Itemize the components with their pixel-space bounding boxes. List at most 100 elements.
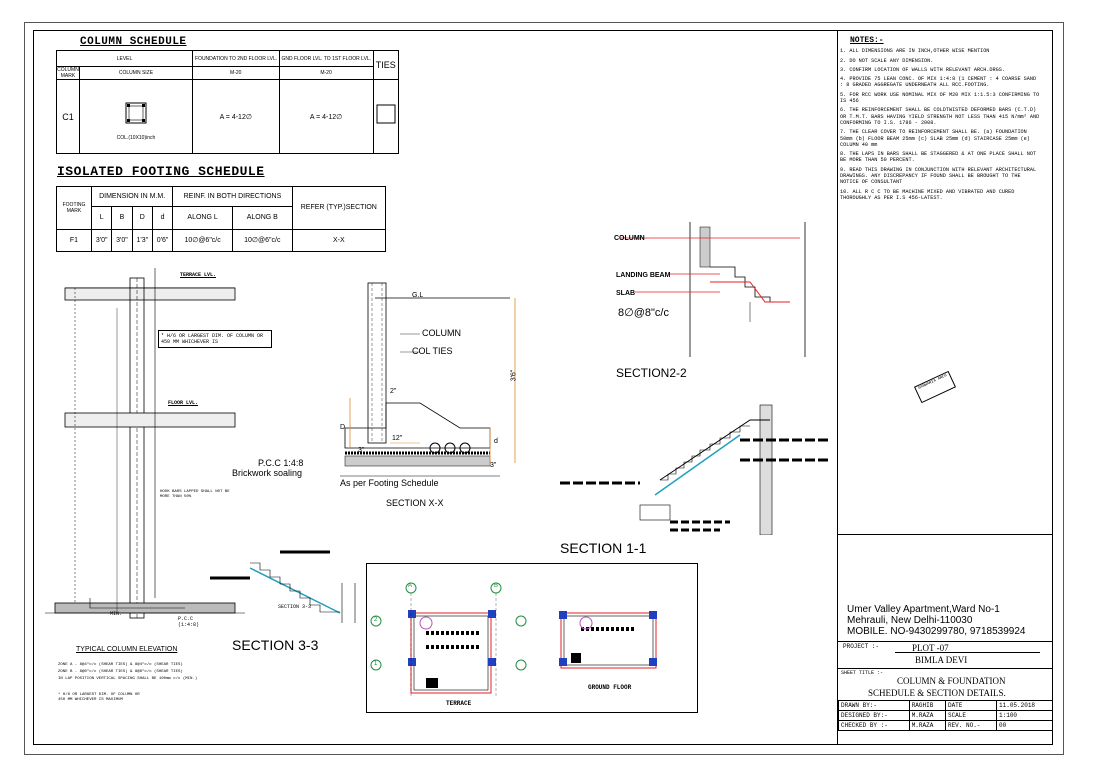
section-xx-drawing [340,282,516,477]
fs-L: 3'0" [90,228,113,253]
xx-column: COLUMN [422,328,462,338]
grid-a: A [408,583,413,589]
fs-dim-h: DIMENSION IN M.M. [90,185,174,208]
xx-dim36: 3'6" [510,369,518,382]
tb-sheet-label: SHEET TITLE :- [841,670,884,676]
tb-designed: M.RAZA [908,710,946,721]
fs-alongL: 10∅@6"c/c [172,228,233,253]
cs-grade2: M-20 [278,66,374,80]
xx-dim12: 12" [392,435,403,442]
xx-brick: Brickwork soaling [232,468,303,478]
xx-ties: COL TIES [412,346,453,356]
elev-title: TYPICAL COLUMN ELEVATION [76,646,178,653]
plans-frame [366,563,698,713]
ties-icon [376,104,396,124]
cs-ties: TIES [372,50,400,80]
s11-title: SECTION 1-1 [560,540,647,556]
tb-date: 11.05.2018 [996,700,1053,711]
notes-panel: NOTES:- 1. ALL DIMENSIONS ARE IN INCH,OT… [840,34,1040,204]
tb-address: Umer Valley Apartment,Ward No-1 Mehrauli… [847,604,1025,637]
note-2: 2. DO NOT SCALE ANY DIMENSION. [840,57,934,64]
s22-title: SECTION2-2 [616,366,687,380]
fs-alongL-h: ALONG L [172,206,233,230]
tb-scale: 1:100 [996,710,1053,721]
notes-title: NOTES:- [850,36,884,45]
fs-L-h: L [90,206,113,230]
s33-title: SECTION 3-3 [232,637,319,653]
notes-divider [837,30,838,745]
note-3: 3. CONFIRM LOCATION OF WALLS WITH RELEVA… [840,66,1005,73]
zone-a: ZONE A - 8@4"c/c (SHEAR TIES) & 8@4"c/c … [58,663,183,667]
xx-d: d [494,438,498,445]
elev-floor-label: FLOOR LVL. [168,400,199,406]
note-10: 10. ALL R C C TO BE MACHINE MIXED AND VI… [840,188,1015,201]
elev-min: MIN. [110,611,123,617]
cs-row-size-cell: COL.(10X10)inch [79,79,193,154]
cs-row-reinf1: A = 4-12∅ [192,79,280,154]
column-section-icon [125,102,147,123]
tb-mobile: MOBILE. NO-9430299780, 9718539924 [847,626,1026,637]
tb-plot-underline [895,652,1040,653]
s33-label: SECTION 3-3 [278,604,312,610]
fs-B-h: B [111,206,133,230]
fs-refer: X-X [291,228,387,253]
cs-mark: COLUMN MARK [56,66,80,80]
xx-D: D [340,424,346,431]
footing-schedule-table: FOOTING MARK DIMENSION IN M.M. REINF. IN… [56,185,387,253]
cs-row-mark: C1 [56,79,80,154]
note-8: 8. THE LAPS IN BARS SHALL BE STAGGERED &… [840,151,1037,164]
tb-scale-label: SCALE [944,710,998,721]
tb-rev: 00 [996,720,1053,731]
tb-sheet-title1: COLUMN & FOUNDATION [897,676,1006,686]
fs-D: 1'3" [131,228,153,253]
s22-slab: SLAB [616,290,636,297]
note-4: 4. PROVIDE 75 LEAN CONC. OF MIX 1:4:8 (1… [840,76,1037,89]
cs-row-ties [372,79,400,154]
section-22-drawing [620,222,806,357]
fs-d: 0'6" [151,228,174,253]
fs-alongB-h: ALONG B [231,206,293,230]
tb-project-label: PROJECT :- [843,643,880,650]
column-schedule-table: LEVEL FOUNDATION TO 2ND FLOOR LVL. GND F… [56,50,400,154]
column-elevation-drawing [45,268,245,619]
s22-bars: 8∅@8"c/c [618,307,669,319]
fs-d-h: d [151,206,174,230]
plans-drawing [370,582,657,698]
note-1: 1. ALL DIMENSIONS ARE IN INCH,OTHER WISE… [840,48,990,55]
tb-address2: Mehrauli, New Delhi-110030 [847,615,973,626]
fs-refer-h: REFER (TYP.)SECTION [291,186,387,230]
cs-gnd: GND FLOOR LVL. TO 1ST FLOOR LVL. [278,50,374,67]
plan-ground: GROUND FLOOR [588,684,632,691]
fs-mark: F1 [56,228,92,253]
tb-drawn: RAGHIB [908,700,946,711]
fs-alongB: 10∅@6"c/c [231,228,293,253]
tb-divider-top [838,534,1053,535]
footing-schedule-title: ISOLATED FOOTING SCHEDULE [57,164,265,179]
elev-zones: ZONE A - 8@4"c/c (SHEAR TIES) & 8@4"c/c … [58,662,258,683]
tb-sheet-title2: SCHEDULE & SECTION DETAILS. [868,688,1006,698]
note-7: 7. THE CLEAR COVER TO REINFORCEMENT SHAL… [840,129,1030,148]
grid-b: B [494,583,499,589]
tb-project-plot: PLOT -07 [912,643,949,653]
xx-asper: As per Footing Schedule [340,478,439,488]
tb-project-name: BIMLA DEVI [915,655,968,665]
cs-row-size: COL.(10X10)inch [116,134,156,141]
cs-size: COLUMN SIZE [79,66,193,80]
cs-level: LEVEL [56,50,193,67]
grid-1: 1 [374,661,378,667]
xx-title: SECTION X-X [386,498,444,508]
zone-b: ZONE B - 8@6"c/c (SHEAR TIES) & 8@6"c/c … [58,670,183,674]
plan-terrace: TERRACE [446,700,472,707]
xx-dim2: 2" [390,388,397,395]
tb-checked-label: CHECKED BY :- [838,720,910,731]
section-11-drawing [560,404,830,535]
cs-grade1: M-20 [192,66,280,80]
cs-foundation: FOUNDATION TO 2ND FLOOR LVL. [192,50,280,67]
tb-divider-2 [838,641,1053,642]
fs-D-h: D [131,206,153,230]
fs-B: 3'0" [111,228,133,253]
cs-row-reinf2: A = 4-12∅ [278,79,374,154]
grid-2: 2 [374,617,378,623]
fs-reinf-h: REINF. IN BOTH DIRECTIONS [172,185,293,208]
elev-note2: HOOK BARS LAPPED SHALL NOT BE MORE THAN … [160,490,230,499]
